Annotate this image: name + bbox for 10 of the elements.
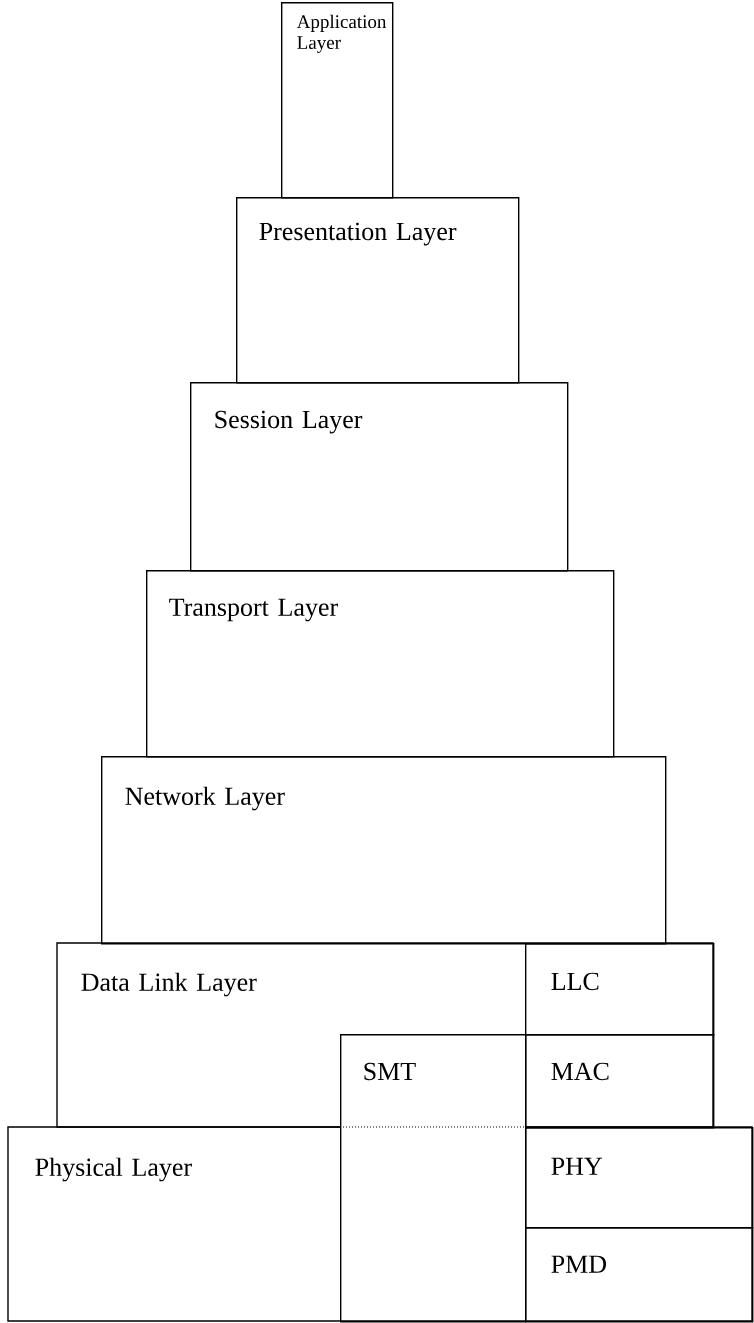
layer-box: Network Layer <box>101 756 667 945</box>
layer-box: Transport Layer <box>146 570 615 758</box>
layer-box: Application Layer <box>281 2 394 199</box>
sublayer-box: MAC <box>525 1034 715 1129</box>
sublayer-box: LLC <box>525 943 715 1036</box>
layer-box: Presentation Layer <box>236 197 520 384</box>
sublayer-box: SMT <box>340 1034 527 1323</box>
sublayer-box: PMD <box>525 1227 754 1323</box>
sublayer-box: PHY <box>525 1127 754 1229</box>
layer-box: Session Layer <box>190 382 569 572</box>
